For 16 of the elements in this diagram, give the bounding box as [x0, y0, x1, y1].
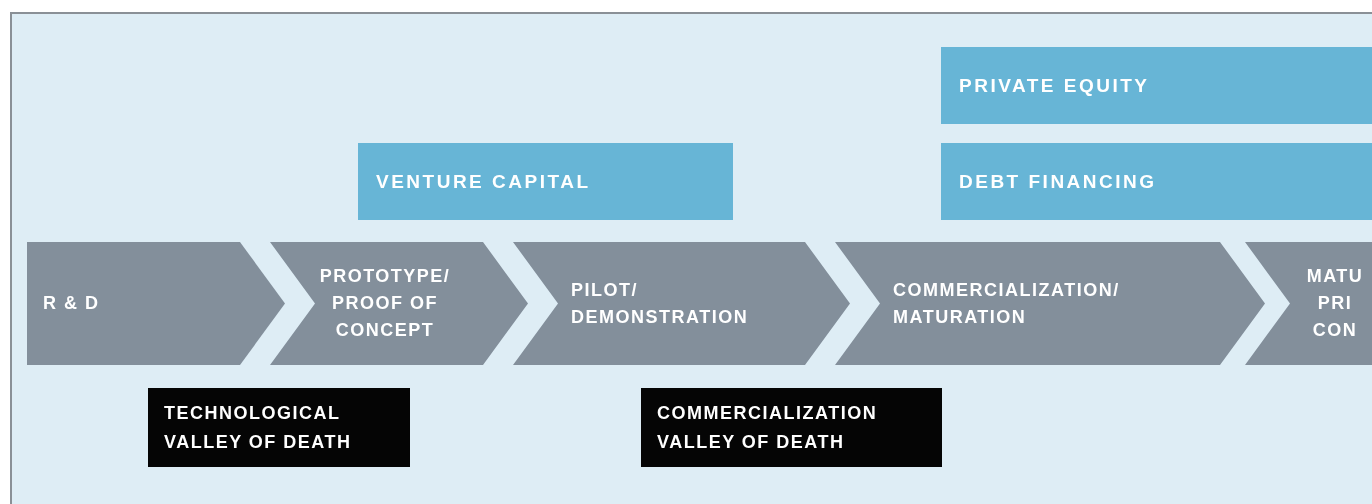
stage-label: R & D — [43, 292, 101, 315]
funding-bar — [358, 143, 733, 220]
stage-label: PILOT/ DEMONSTRATION — [571, 278, 750, 329]
funding-label: VENTURE CAPITAL — [376, 170, 591, 193]
funding-bar — [941, 47, 1372, 124]
funding-label: DEBT FINANCING — [959, 170, 1157, 193]
gap-label: COMMERCIALIZATION VALLEY OF DEATH — [657, 401, 879, 454]
stage-label: PROTOTYPE/ PROOF OF CONCEPT — [318, 265, 452, 342]
gap-label: TECHNOLOGICAL VALLEY OF DEATH — [164, 401, 353, 454]
funding-bar — [941, 143, 1372, 220]
stage-label: MATU PRI CON — [1305, 265, 1365, 342]
process-step — [27, 242, 285, 365]
stage-label: COMMERCIALIZATION/ MATURATION — [893, 278, 1121, 329]
label-box — [148, 388, 410, 467]
label-box — [641, 388, 942, 467]
funding-label: PRIVATE EQUITY — [959, 74, 1150, 97]
